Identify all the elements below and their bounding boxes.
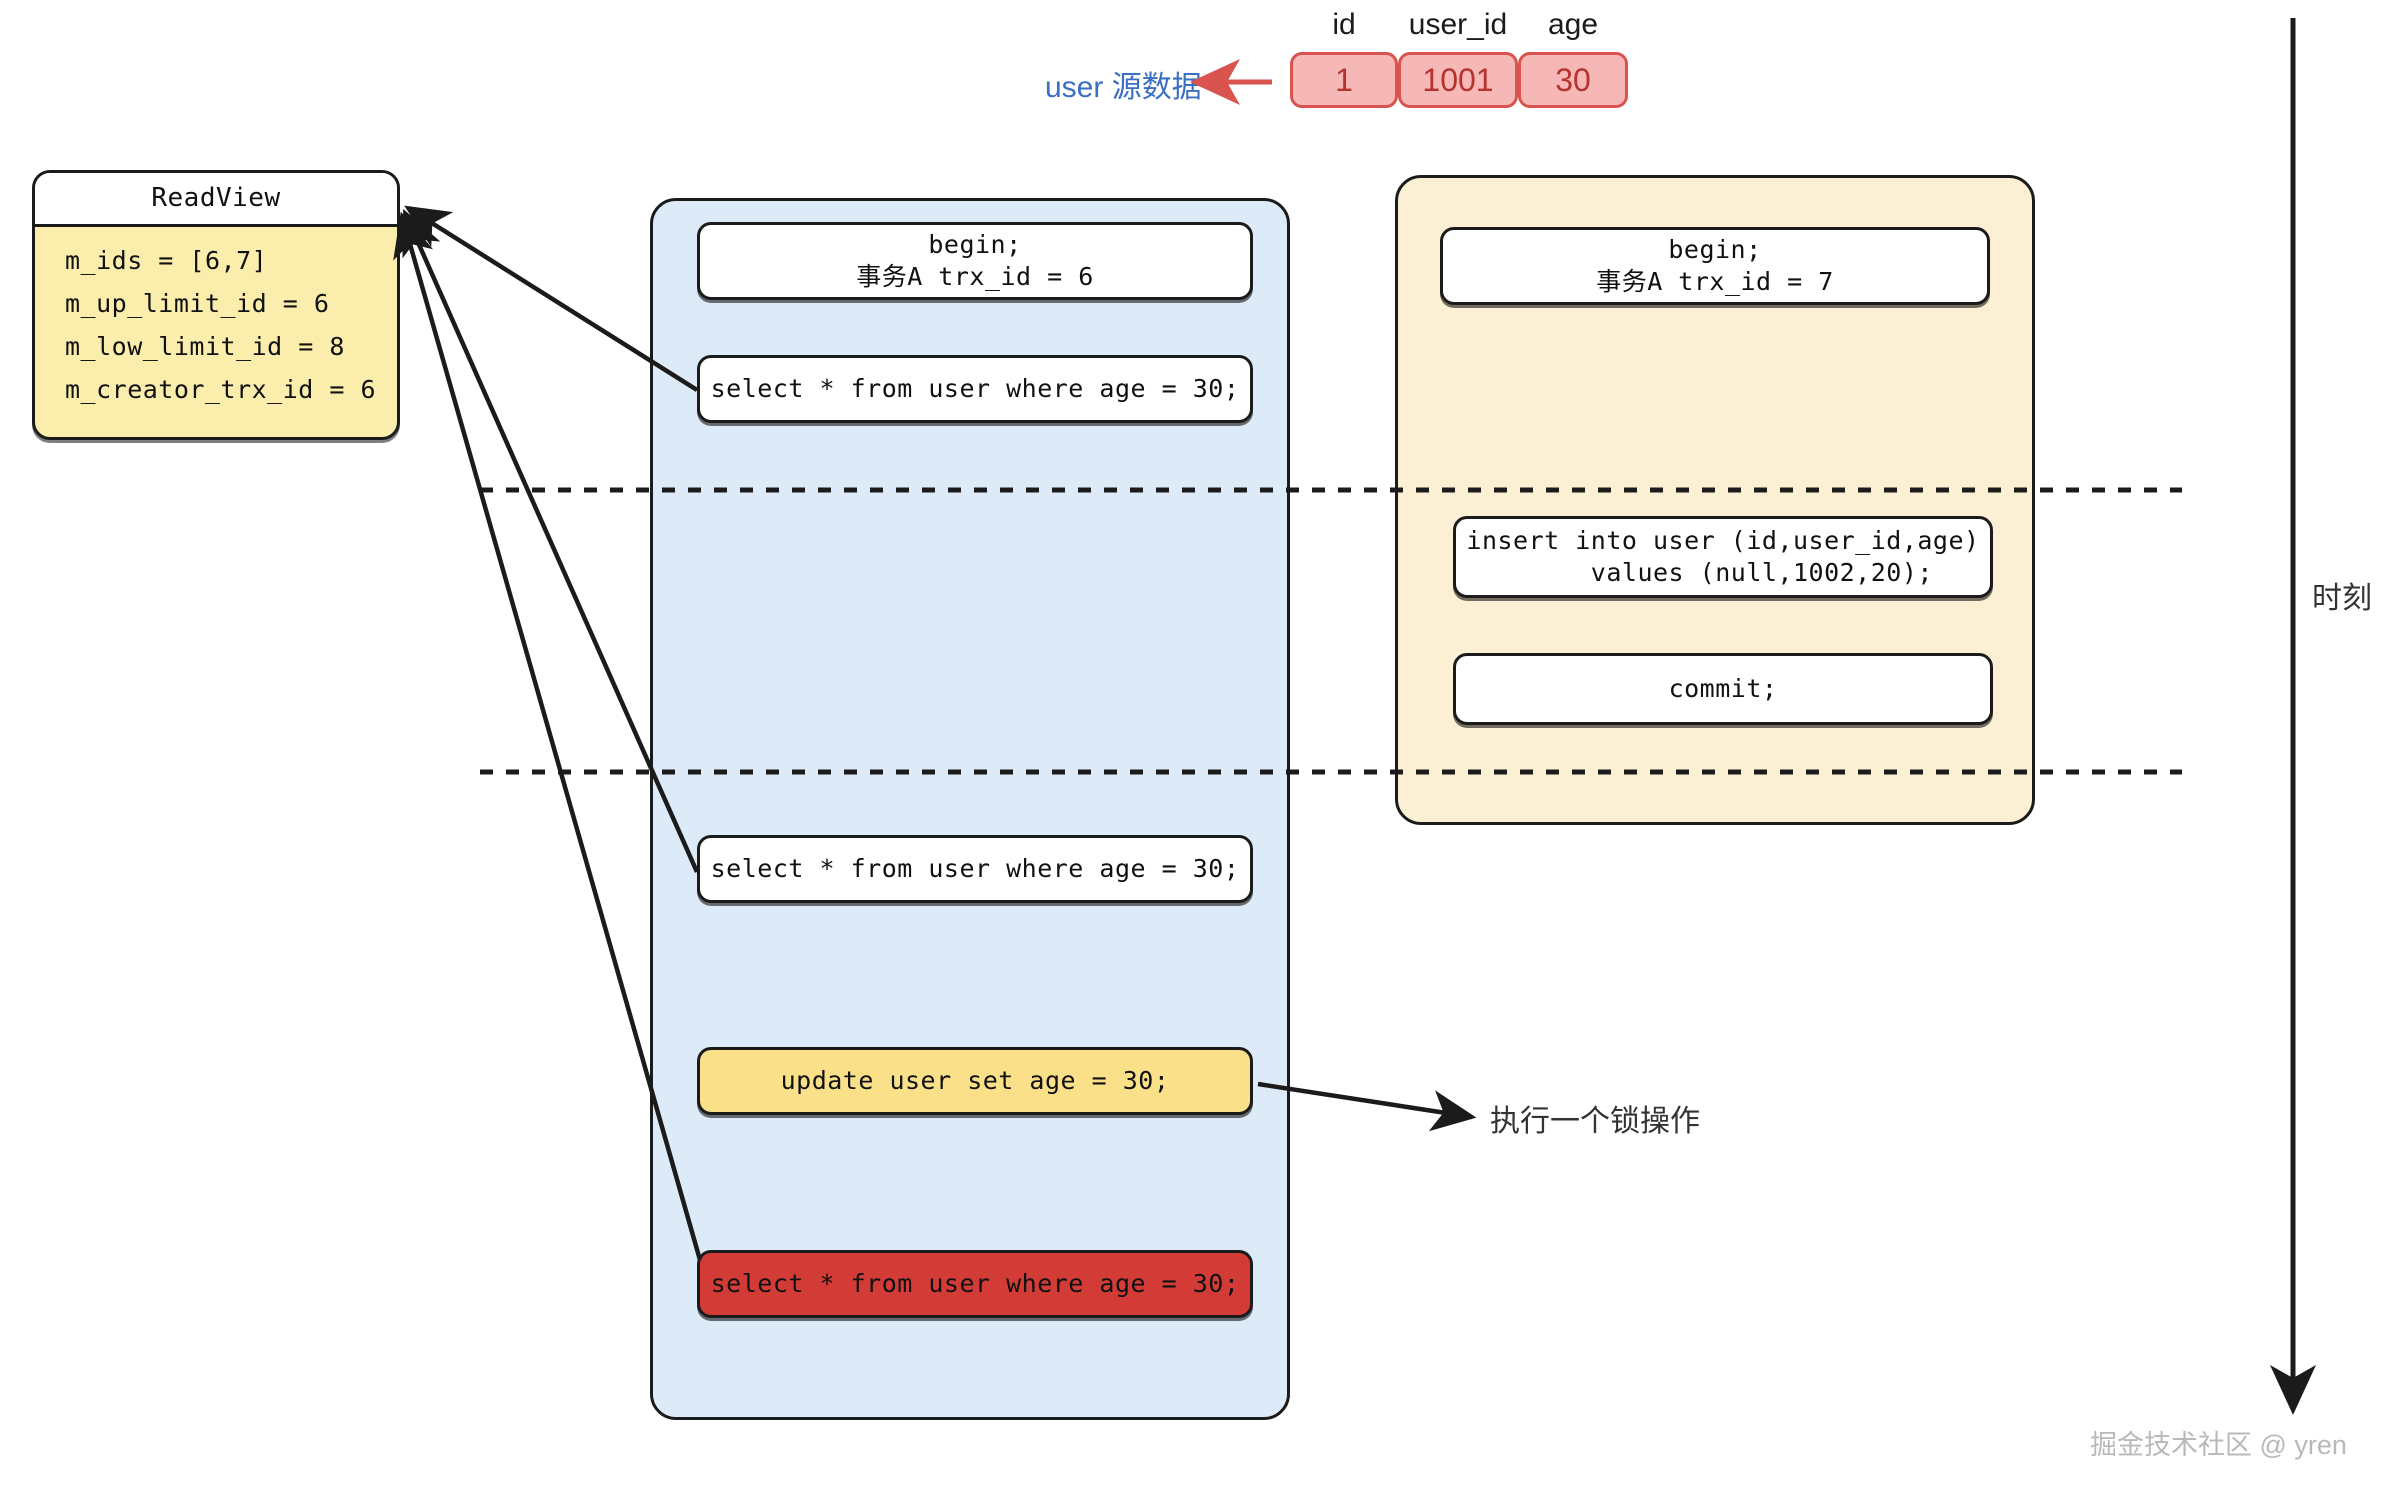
readview-body: m_ids = [6,7] m_up_limit_id = 6 m_low_li…: [35, 227, 397, 425]
lock-operation-arrow: [1257, 1081, 1477, 1132]
readview-line-m-low-limit-id: m_low_limit_id = 8: [65, 332, 345, 361]
readview-line-m-creator-trx-id: m_creator_trx_id = 6: [65, 375, 377, 404]
readview-box: ReadView m_ids = [6,7] m_up_limit_id = 6…: [32, 170, 400, 440]
transaction-a-step-select-1-text: select * from user where age = 30;: [710, 374, 1240, 403]
transaction-b-step-begin-text: begin; 事务A trx_id = 7: [1596, 235, 1834, 296]
transaction-a-step-select-1: select * from user where age = 30;: [697, 355, 1253, 423]
transaction-a-step-begin-text: begin; 事务A trx_id = 6: [856, 230, 1094, 291]
transaction-a-step-select-3-text: select * from user where age = 30;: [710, 1269, 1240, 1298]
lock-operation-note: 执行一个锁操作: [1490, 1105, 1700, 1138]
transaction-a-step-begin: begin; 事务A trx_id = 6: [697, 222, 1253, 300]
transaction-a-step-update: update user set age = 30;: [697, 1047, 1253, 1115]
source-cell-age: 30: [1518, 52, 1628, 108]
source-column-header-id: id: [1332, 8, 1356, 41]
source-cell-id: 1: [1290, 52, 1398, 108]
source-column-header-age: age: [1547, 8, 1599, 41]
transaction-a-step-select-2-text: select * from user where age = 30;: [710, 854, 1240, 883]
readview-title: ReadView: [35, 173, 397, 227]
source-cell-user-id: 1001: [1398, 52, 1518, 108]
transaction-a-step-select-3: select * from user where age = 30;: [697, 1250, 1253, 1318]
transaction-b-step-insert-text: insert into user (id,user_id,age) values…: [1466, 526, 1980, 587]
transaction-b-step-insert: insert into user (id,user_id,age) values…: [1453, 516, 1993, 598]
transaction-b-step-commit: commit;: [1453, 653, 1993, 725]
transaction-a-step-select-2: select * from user where age = 30;: [697, 835, 1253, 903]
watermark: 掘金技术社区 @ yren: [2090, 1430, 2347, 1460]
source-data-label: user 源数据: [1045, 71, 1202, 104]
readview-line-m-ids: m_ids = [6,7]: [65, 246, 268, 275]
timeline-label: 时刻: [2312, 582, 2372, 615]
transaction-b-step-begin: begin; 事务A trx_id = 7: [1440, 227, 1990, 305]
transaction-b-step-commit-text: commit;: [1668, 674, 1778, 703]
readview-line-m-up-limit-id: m_up_limit_id = 6: [65, 289, 330, 318]
source-column-header-user-id: user_id: [1408, 8, 1508, 41]
transaction-a-step-update-text: update user set age = 30;: [780, 1066, 1170, 1095]
